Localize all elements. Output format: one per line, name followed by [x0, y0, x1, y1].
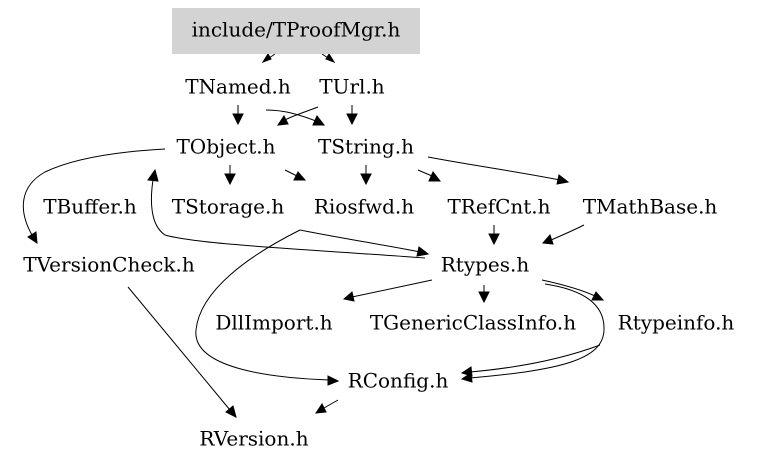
graph-edges	[22, 53, 605, 418]
edge-tobject-tversioncheck	[22, 148, 166, 236]
arrowhead	[360, 173, 372, 186]
arrowhead	[261, 53, 272, 63]
arrowhead	[314, 403, 327, 414]
node-dllimport[interactable]: DllImport.h	[215, 311, 332, 335]
arrowhead	[276, 115, 289, 126]
node-rtypes[interactable]: Rtypes.h	[441, 253, 530, 277]
arrowhead	[232, 113, 244, 126]
edge-tversioncheck-rversion	[127, 286, 231, 411]
node-riosfwd[interactable]: Riosfwd.h	[314, 195, 414, 219]
edge-tmathbase-rtypes	[550, 224, 585, 241]
node-tbuffer[interactable]: TBuffer.h	[43, 195, 137, 219]
arrowhead	[327, 375, 340, 386]
node-tgenericclassinfo[interactable]: TGenericClassInfo.h	[370, 311, 576, 335]
arrowhead	[428, 171, 442, 182]
node-include-tproofmgr-highlight	[172, 8, 420, 54]
edge-tobject-riosfwd	[284, 169, 298, 177]
arrowhead	[325, 53, 336, 63]
edge-rtypes-rconfig	[469, 283, 605, 379]
arrowhead	[460, 366, 473, 377]
arrowhead	[556, 174, 570, 185]
node-rversion[interactable]: RVersion.h	[199, 427, 308, 451]
arrowhead	[488, 233, 500, 246]
edge-rtypeinfo-rconfig	[469, 344, 601, 373]
edge-rtypes-dllimport	[351, 279, 433, 298]
node-rconfig[interactable]: RConfig.h	[348, 369, 449, 393]
arrowhead	[224, 173, 236, 186]
node-tnamed[interactable]: TNamed.h	[185, 75, 291, 99]
node-turl[interactable]: TUrl.h	[319, 75, 385, 99]
arrowhead	[147, 168, 159, 182]
arrowhead	[346, 113, 358, 126]
graph-nodes: include/TProofMgr.h TNamed.h TUrl.h TObj…	[23, 8, 734, 451]
edge-tstring-tmathbase	[427, 156, 561, 181]
edge-riosfwd-rtypes	[299, 229, 421, 253]
arrowhead	[342, 291, 355, 302]
edge-rtypes-rtypeinfo	[541, 279, 596, 297]
arrowhead	[416, 246, 430, 257]
edge-tnamed-tstring	[265, 109, 317, 122]
arrowhead	[225, 405, 237, 418]
node-include-tproofmgr[interactable]: include/TProofMgr.h	[192, 18, 401, 42]
node-tversioncheck[interactable]: TVersionCheck.h	[23, 253, 195, 277]
node-tmathbase[interactable]: TMathBase.h	[583, 195, 718, 219]
arrowhead	[478, 291, 490, 304]
node-trefcnt[interactable]: TRefCnt.h	[447, 195, 550, 219]
node-rtypeinfo[interactable]: Rtypeinfo.h	[618, 311, 735, 335]
edge-rconfig-rversion	[323, 399, 339, 409]
arrowhead	[312, 115, 326, 126]
arrowhead	[591, 291, 605, 301]
arrowhead	[27, 231, 38, 244]
node-tstorage[interactable]: TStorage.h	[172, 195, 285, 219]
edge-turl-tobject	[284, 106, 319, 121]
edge-rtypes-tobject	[151, 179, 426, 259]
node-tstring[interactable]: TString.h	[318, 135, 414, 159]
edge-riosfwd-rconfig	[195, 229, 331, 381]
node-tobject[interactable]: TObject.h	[176, 135, 275, 159]
arrowhead	[541, 234, 554, 245]
edge-tstring-trefcnt	[417, 169, 433, 177]
arrowhead	[293, 171, 307, 181]
